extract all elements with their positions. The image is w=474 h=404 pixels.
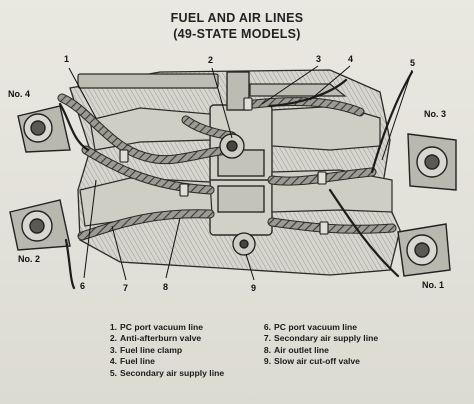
anti-afterburn-valve [219,133,245,159]
valve-cover [77,73,347,97]
legend-item: 8.Air outlet line [263,344,329,355]
callout-9: 9 [251,283,256,293]
legend-item: 3.Fuel line clamp [109,344,183,355]
callout-8: 8 [163,282,168,292]
legend-item: 5.Secondary air supply line [109,367,225,378]
braided-hoses [57,93,397,241]
hose-clamps [119,97,329,235]
cylinder-port-no4 [17,105,71,153]
cylinder-port-no3 [407,133,457,191]
callout-5: 5 [410,58,415,68]
cylinder-port-no2 [9,199,71,251]
diagram-title: FUEL AND AIR LINES [170,11,304,25]
callout-1: 1 [64,54,69,64]
slow-air-cutoff-valve [232,232,256,256]
cylinder-label-no2: No. 2 [18,254,40,264]
diagram-subtitle: (49-STATE MODELS) [173,27,301,41]
legend-item: 9.Slow air cut-off valve [263,356,360,367]
callout-leaders [68,65,413,281]
callout-7: 7 [123,283,128,293]
cylinder-label-no1: No. 1 [422,280,444,290]
callout-6: 6 [80,281,85,291]
legend-left: 1.PC port vacuum line 2.Anti-afterburn v… [104,322,224,379]
legend-item: 7.Secondary air supply line [263,333,379,344]
legend-right: 6.PC port vacuum line 7.Secondary air su… [258,322,378,368]
legend-item: 1.PC port vacuum line [109,322,204,332]
cylinder-label-no4: No. 4 [8,89,30,99]
callout-3: 3 [316,54,321,64]
legend-item: 2.Anti-afterburn valve [109,333,202,344]
legend-item: 6.PC port vacuum line [263,322,358,332]
cylinder-port-no1 [397,223,451,277]
cylinder-label-no3: No. 3 [424,109,446,119]
legend-item: 4.Fuel line [109,356,155,367]
callout-4: 4 [348,54,353,64]
callout-2: 2 [208,55,213,65]
